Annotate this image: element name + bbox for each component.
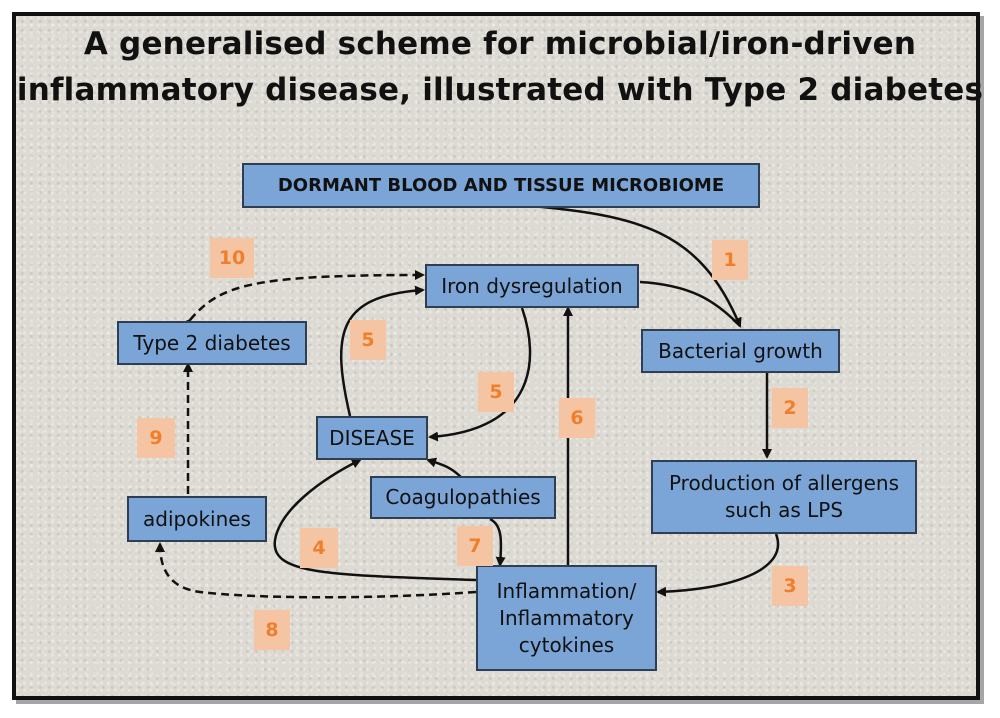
- arrow-inflammation-disease: [273, 458, 477, 582]
- arrow-coag-inflammation: [489, 517, 506, 567]
- step-label-6: 6: [559, 398, 595, 438]
- step-label-5-upper: 5: [350, 320, 386, 360]
- title-line-2: inflammatory disease, illustrated with T…: [16, 72, 984, 108]
- arrow-iron-disease: [428, 307, 532, 442]
- arrow-inflammation-adipokines: [155, 542, 477, 599]
- node-type-2-diabetes: Type 2 diabetes: [117, 321, 307, 365]
- node-disease: DISEASE: [316, 416, 428, 460]
- node-adipokines: adipokines: [127, 496, 267, 542]
- step-label-10: 10: [210, 238, 254, 278]
- node-allergens-lps: Production of allergens such as LPS: [651, 460, 917, 534]
- arrow-microbiome-bacterial: [519, 203, 742, 328]
- arrow-coag-disease: [426, 457, 463, 479]
- title-line-1: A generalised scheme for microbial/iron-…: [83, 26, 917, 62]
- node-coagulopathies: Coagulopathies: [370, 476, 556, 519]
- arrow-allergens-inflammation: [656, 533, 780, 597]
- step-label-2: 2: [772, 388, 808, 428]
- step-label-9: 9: [137, 418, 175, 458]
- node-inflammation-cytokines: Inflammation/ Inflammatory cytokines: [476, 565, 657, 671]
- step-label-1: 1: [712, 240, 748, 280]
- step-label-8: 8: [254, 610, 290, 650]
- node-dormant-microbiome: DORMANT BLOOD AND TISSUE MICROBIOME: [242, 163, 760, 208]
- node-iron-dysregulation: Iron dysregulation: [425, 264, 639, 308]
- step-label-3: 3: [772, 566, 808, 606]
- step-label-4: 4: [300, 528, 338, 568]
- arrow-type2-iron-bidirectional: [180, 270, 425, 330]
- step-label-7: 7: [457, 526, 493, 566]
- node-bacterial-growth: Bacterial growth: [641, 329, 840, 373]
- arrow-iron-bacterial: [639, 280, 741, 327]
- step-label-5-lower: 5: [478, 372, 514, 412]
